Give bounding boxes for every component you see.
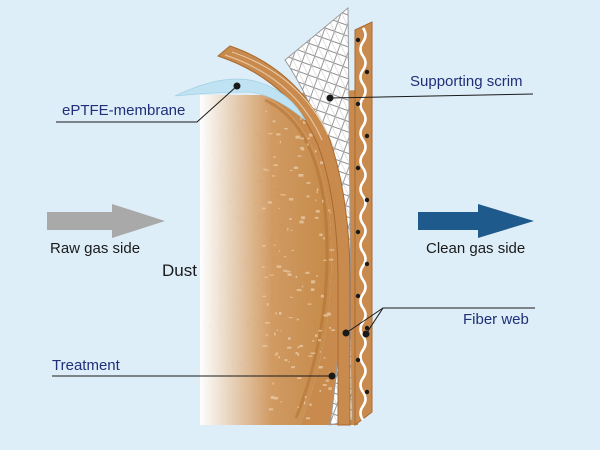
arrow-right-icon [47, 204, 165, 238]
dust-label: Dust [162, 261, 197, 280]
leader-lines [52, 85, 535, 377]
eptfe-membrane-label: ePTFE-membrane [62, 102, 186, 119]
fiber-web-layer [354, 21, 373, 427]
raw-gas-side-label: Raw gas side [50, 240, 141, 257]
leader-line-eptfe [56, 85, 238, 123]
leader-line-fiber-web-2 [365, 307, 384, 335]
eptfe-membrane-layer [174, 78, 306, 121]
arrow-right-icon [418, 204, 534, 238]
treatment-label: Treatment [52, 357, 120, 374]
clean-gas-side-label: Clean gas side [426, 240, 526, 257]
fiber-web-label: Fiber web [463, 311, 529, 328]
supporting-scrim-label: Supporting scrim [410, 73, 523, 90]
leader-dots [233, 82, 370, 380]
leader-line-scrim [329, 93, 534, 99]
